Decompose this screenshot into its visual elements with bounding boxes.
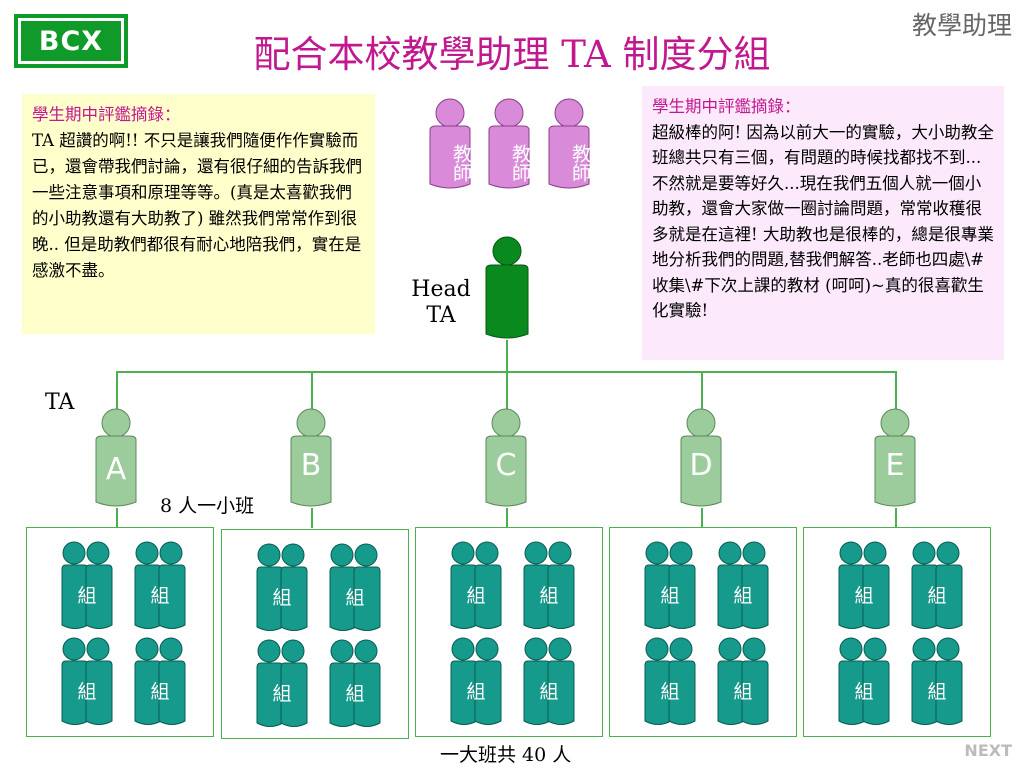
ta-figure-b [290,408,332,507]
teacher-figure [488,98,530,189]
ta-level-label: TA [45,390,75,415]
teacher-label: 教師 [450,144,472,182]
group-label: 組 [150,585,170,607]
ta-figure-c [485,408,527,507]
teacher-label: 教師 [569,144,591,182]
group-figure-pair [523,541,575,629]
connector-e-class [895,508,897,528]
group-figure-pair [134,637,186,725]
connector-b-class [311,508,313,528]
group-figure-pair [450,541,502,629]
group-figure-pair [644,637,696,725]
group-figure-pair [61,637,113,725]
group-figure-pair [256,639,308,727]
ta-letter-b: B [300,448,322,483]
group-figure-pair [717,541,769,629]
note-heading: 學生期中評鑑摘錄： [652,97,801,116]
group-figure-pair [717,637,769,725]
head-ta-figure [485,236,529,339]
evaluation-note-left: 學生期中評鑑摘錄： TA 超讚的啊!! 不只是讓我們隨便作作實驗而已，還會帶我們… [22,94,375,334]
ta-figure-d [680,408,722,507]
group-label: 組 [150,681,170,703]
group-label: 組 [77,681,97,703]
small-class-box-e [803,527,991,737]
group-label: 組 [539,681,559,703]
ta-letter-d: D [689,448,713,483]
connector-ta-d [701,371,703,411]
logo-text: BCX [21,21,121,61]
note-body: 超級棒的阿! 因為以前大一的實驗，大小助教全班總共只有三個，有問題的時候找都找不… [652,122,994,321]
ta-letter-e: E [885,448,905,483]
teacher-label: 教師 [509,144,531,182]
group-figure-pair [838,637,890,725]
connector-head-down [506,340,508,372]
connector-ta-c [506,371,508,411]
evaluation-note-right: 學生期中評鑑摘錄： 超級棒的阿! 因為以前大一的實驗，大小助教全班總共只有三個，… [642,86,1004,360]
group-figure-pair [911,541,963,629]
total-class-label: 一大班共 40 人 [440,744,572,766]
teacher-figure: 教師 [429,98,471,189]
note-body: TA 超讚的啊!! 不只是讓我們隨便作作實驗而已，還會帶我們討論，還有很仔細的告… [32,131,362,280]
group-label: 組 [733,681,753,703]
group-figure-pair [329,639,381,727]
group-figure-pair [911,637,963,725]
small-class-label: 8 人一小班 [160,495,255,517]
head-ta-label-line2: TA [426,303,456,328]
group-label: 組 [77,585,97,607]
connector-ta-a [116,371,118,411]
ta-letter-c: C [495,448,517,483]
group-label: 組 [345,587,365,609]
group-label: 組 [345,683,365,705]
next-button[interactable]: NEXT [964,741,1012,760]
page-title: 配合本校教學助理 TA 制度分組 [253,33,771,76]
group-figure-pair [256,543,308,631]
connector-ta-b [311,371,313,411]
teacher-figure [548,98,590,189]
group-figure-pair [61,541,113,629]
small-class-box-b [221,529,409,739]
group-figure-pair [523,637,575,725]
group-figure-pair [134,541,186,629]
head-ta-label-line1: Head [411,277,471,302]
group-label: 組 [660,585,680,607]
group-label: 組 [272,587,292,609]
group-label: 組 [927,585,947,607]
group-label: 組 [466,585,486,607]
group-label: 組 [539,585,559,607]
bcx-logo: BCX [14,14,128,68]
connector-ta-e [895,371,897,411]
small-class-box-d [609,527,797,737]
group-label: 組 [854,681,874,703]
group-figure-pair [644,541,696,629]
group-figure-pair [450,637,502,725]
section-label: 教學助理 [911,11,1012,40]
group-label: 組 [733,585,753,607]
ta-letter-a: A [105,452,127,487]
ta-figure-e [874,408,916,507]
group-figure-pair [329,543,381,631]
connector-c-class [506,508,508,528]
group-label: 組 [466,681,486,703]
small-class-box-c [415,527,603,737]
connector-a-class [116,508,118,528]
group-figure-pair [838,541,890,629]
note-heading: 學生期中評鑑摘錄： [32,105,181,124]
group-label: 組 [272,683,292,705]
ta-figure-a [95,408,137,507]
group-label: 組 [854,585,874,607]
group-label: 組 [927,681,947,703]
head-ta-label: Head TA [408,277,474,329]
connector-d-class [701,508,703,528]
group-label: 組 [660,681,680,703]
small-class-box-a [26,527,214,737]
